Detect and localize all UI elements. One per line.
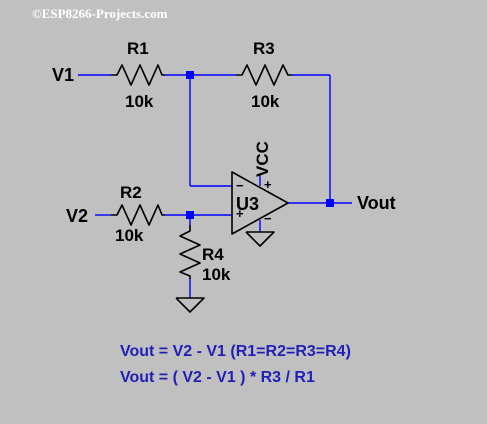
equation-line-2: Vout = ( V2 - V1 ) * R3 / R1 bbox=[120, 369, 315, 386]
r3-value-label: 10k bbox=[251, 92, 280, 111]
wires bbox=[78, 74, 352, 298]
equation-line-1: Vout = V2 - V1 (R1=R2=R3=R4) bbox=[120, 343, 351, 360]
junction-node-output bbox=[326, 199, 334, 207]
r1-value-label: 10k bbox=[125, 92, 154, 111]
net-label-vout: Vout bbox=[357, 193, 396, 213]
net-label-vcc: VCC bbox=[253, 141, 272, 177]
r2-name-label: R2 bbox=[120, 183, 142, 202]
opamp-u3-symbol bbox=[231, 171, 289, 235]
opamp-supply-minus-label: − bbox=[264, 211, 272, 226]
resistor-r3-symbol bbox=[236, 64, 292, 86]
ground-symbol-r4 bbox=[175, 297, 205, 313]
net-label-v2: V2 bbox=[66, 206, 88, 226]
opamp-inverting-pin-label: − bbox=[236, 178, 244, 193]
net-label-v1: V1 bbox=[52, 65, 74, 85]
resistor-r1-symbol bbox=[111, 64, 165, 86]
r1-name-label: R1 bbox=[127, 39, 149, 58]
r2-value-label: 10k bbox=[115, 226, 144, 245]
r4-value-label: 10k bbox=[202, 265, 231, 284]
opamp-u3-name-label: U3 bbox=[236, 194, 259, 214]
resistor-r4-symbol bbox=[179, 225, 201, 279]
r4-name-label: R4 bbox=[202, 245, 224, 264]
copyright-text: ©ESP8266-Projects.com bbox=[32, 6, 168, 21]
resistor-r2-symbol bbox=[111, 204, 165, 226]
junction-node-minus bbox=[186, 71, 194, 79]
opamp-noninverting-pin-label: + bbox=[236, 206, 244, 221]
opamp-supply-plus-label: + bbox=[264, 177, 272, 192]
junction-node-plus bbox=[186, 211, 194, 219]
r3-name-label: R3 bbox=[253, 39, 275, 58]
ground-symbol-opamp bbox=[245, 231, 275, 247]
